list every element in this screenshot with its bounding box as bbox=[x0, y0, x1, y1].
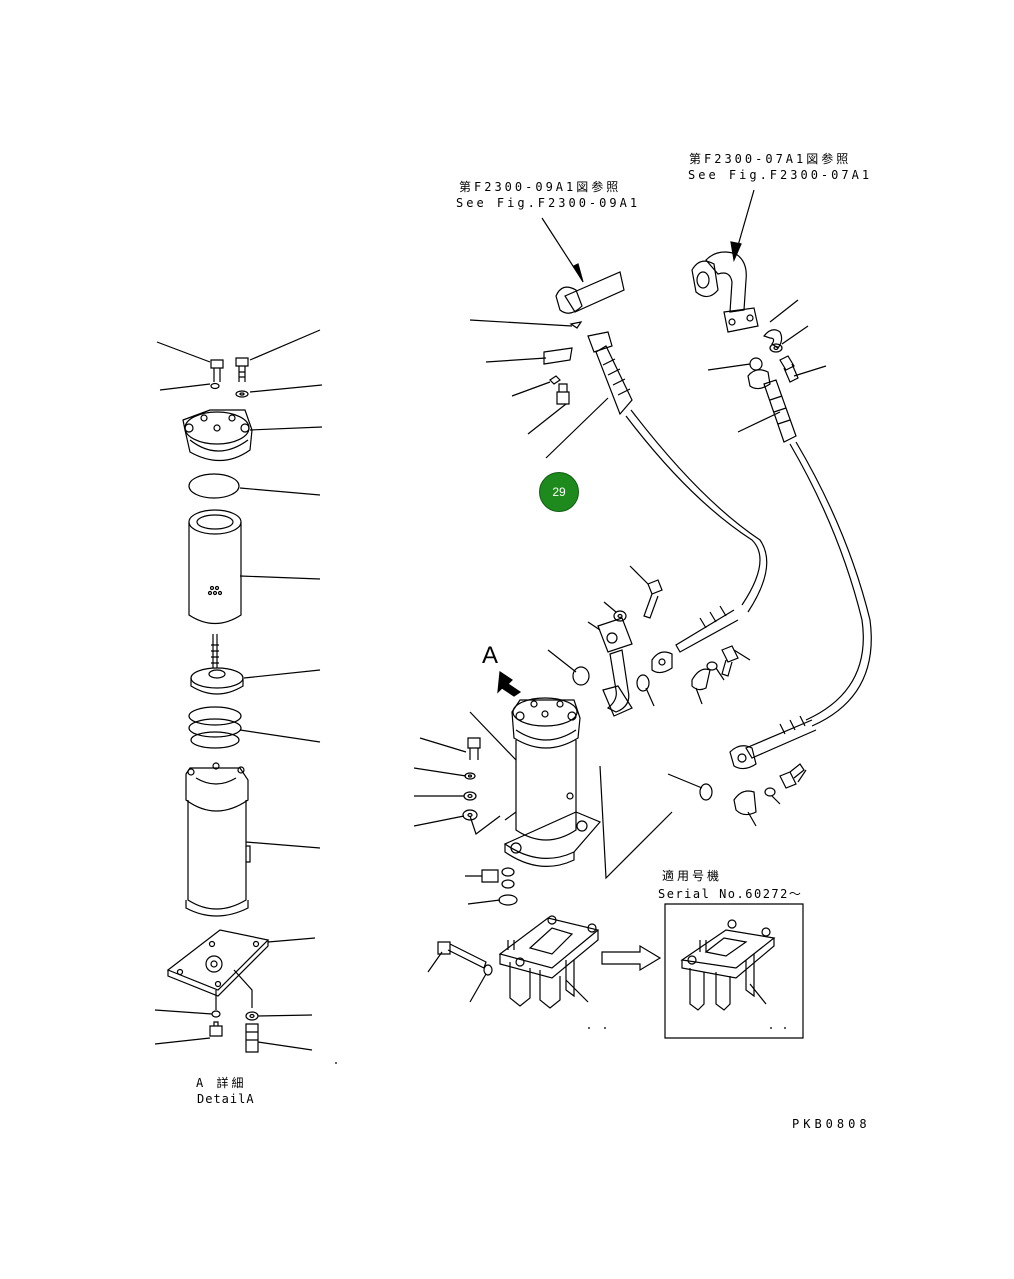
serial-japanese-title: 適用号機 bbox=[662, 869, 723, 883]
serial-english-title: Serial No.60272～ bbox=[658, 887, 803, 901]
detail-a-exploded-view bbox=[155, 330, 337, 1063]
ref-09a1-english-label: See Fig.F2300-09A1 bbox=[456, 196, 641, 210]
detail-a-japanese-title: A 詳細 bbox=[196, 1076, 247, 1090]
part-callout-29[interactable]: 29 bbox=[539, 472, 579, 512]
main-assembly-view bbox=[414, 190, 871, 1028]
drawing-code-label: PKB0808 bbox=[792, 1117, 871, 1131]
ref-07a1-english-label: See Fig.F2300-07A1 bbox=[688, 168, 873, 182]
view-marker-label: A bbox=[482, 642, 499, 669]
detail-a-english-title: DetailA bbox=[197, 1092, 255, 1106]
serial-detail-view bbox=[602, 904, 803, 1038]
ref-07a1-japanese-label: 第F2300-07A1図参照 bbox=[689, 152, 852, 166]
ref-09a1-japanese-label: 第F2300-09A1図参照 bbox=[459, 180, 622, 194]
